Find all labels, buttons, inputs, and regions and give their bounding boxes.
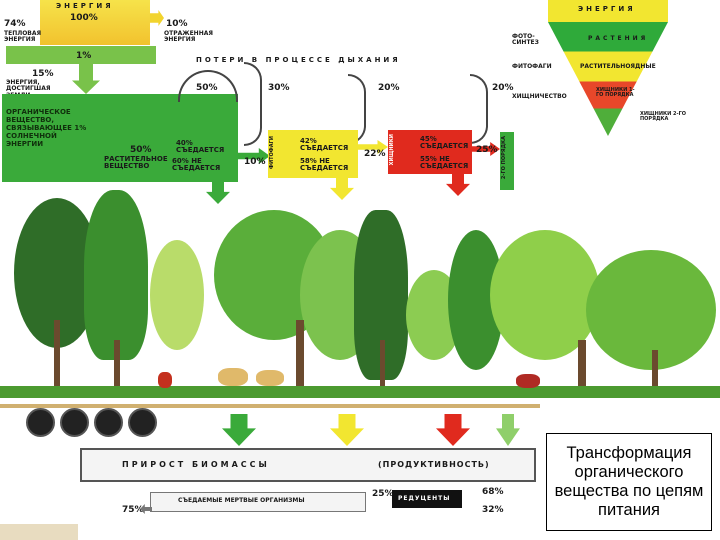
- phyto-not-eaten: 58% НЕ СЪЕДАЕТСЯ: [300, 157, 349, 173]
- reducers-label: РЕДУЦЕНТЫ: [398, 495, 451, 502]
- soil-organism-2: [60, 408, 89, 437]
- predator-label: ХИЩНИКИ: [389, 134, 395, 166]
- dead-organisms-bar: [150, 492, 366, 512]
- phyto-side-pct: 22%: [364, 149, 386, 159]
- pyramid-level-1: РАСТИТЕЛЬНОЯДНЫЕ: [580, 63, 656, 70]
- plant-pct: 50%: [130, 145, 152, 155]
- pyramid-title: ЭНЕРГИЯ: [578, 5, 636, 13]
- resp-value-1: 50%: [196, 83, 218, 93]
- organic-text: ОРГАНИЧЕСКОЕ ВЕЩЕСТВО, СВЯЗЫВАЮЩЕЕ 1% СО…: [6, 108, 87, 149]
- down-arrow: [72, 64, 100, 94]
- pyramid-left-2: ХИЩНИЧЕСТВО: [512, 93, 567, 100]
- ground-pct: 15%: [32, 69, 54, 79]
- tree-trunk: [54, 320, 60, 394]
- forest-scene: [0, 190, 720, 410]
- deer-figure: [256, 370, 284, 386]
- resp-arrow-4: [470, 74, 488, 144]
- decomp-pct: 25%: [372, 489, 394, 499]
- biomass-arrow-green: [222, 414, 256, 446]
- reflected-arrow: [150, 10, 164, 26]
- tree-trunk: [114, 340, 120, 394]
- pyramid-left-1: ФИТОФАГИ: [512, 63, 552, 70]
- tree-trunk: [652, 350, 658, 394]
- pyramid-level-0: РАСТЕНИЯ: [588, 35, 649, 42]
- biomass-arrow-red: [436, 414, 470, 446]
- resp-arrow-2: [244, 62, 262, 146]
- tree-trunk: [380, 340, 385, 394]
- energy-total: 100%: [70, 13, 98, 23]
- tree-canopy: [84, 190, 148, 360]
- plant-side-pct: 10%: [244, 157, 266, 167]
- plant-not-eaten: 60% НЕ СЪЕДАЕТСЯ: [172, 157, 221, 173]
- resp-value-3: 20%: [378, 83, 400, 93]
- dead-pct: 75%: [122, 505, 144, 515]
- respiration-title: ПОТЕРИ В ПРОЦЕССЕ ДЫХАНИЯ: [196, 56, 401, 64]
- dead-label: СЪЕДАЕМЫЕ МЕРТВЫЕ ОРГАНИЗМЫ: [178, 497, 305, 504]
- resp-value-2: 30%: [268, 83, 290, 93]
- biomass-arrow-yellow: [330, 414, 364, 446]
- pred-eaten: 45% СЪЕДАЕТСЯ: [420, 135, 469, 151]
- plant-eaten: 40% СЪЕДАЕТСЯ: [176, 139, 225, 155]
- pyramid-level-2: ХИЩНИКИ 1-ГО ПОРЯДКА: [596, 87, 635, 99]
- loss-1pct: 1%: [76, 51, 92, 61]
- energy-beam: [40, 0, 150, 45]
- resp-value-4: 20%: [492, 83, 514, 93]
- grass-strip: [0, 386, 720, 398]
- second-order-strip: [500, 132, 514, 190]
- organic-block: [2, 94, 238, 182]
- heat-label: ТЕПЛОВАЯ ЭНЕРГИЯ: [4, 30, 42, 44]
- pred-not-eaten: 55% НЕ СЪЕДАЕТСЯ: [420, 155, 469, 171]
- phytophage-block: [268, 130, 358, 178]
- tree-canopy: [586, 250, 716, 370]
- energy-green-band: [6, 46, 156, 64]
- out-32: 32%: [482, 505, 504, 515]
- soil-organism-3: [94, 408, 123, 437]
- pred-side-pct: 25%: [476, 145, 498, 155]
- biomass-bar: [80, 448, 536, 482]
- pyramid-left-0: ФОТО-СИНТЕЗ: [512, 33, 539, 47]
- pyramid-level-3: ХИЩНИКИ 2-ГО ПОРЯДКА: [640, 111, 687, 123]
- phyto-eaten: 42% СЪЕДАЕТСЯ: [300, 137, 349, 153]
- plant-label: РАСТИТЕЛЬНОЕ ВЕЩЕСТВО: [104, 155, 168, 171]
- out-68: 68%: [482, 487, 504, 497]
- biomass-title: ПРИРОСТ БИОМАССЫ: [122, 460, 270, 469]
- fox-figure: [158, 372, 172, 388]
- soil-organism-1: [26, 408, 55, 437]
- soil-line: [0, 404, 540, 408]
- heat-pct: 74%: [4, 19, 26, 29]
- dead-arrow: [140, 504, 152, 514]
- predator-block: [388, 130, 472, 174]
- tree-trunk: [296, 320, 304, 394]
- bear-figure: [516, 374, 540, 388]
- soil-organism-4: [128, 408, 157, 437]
- deer-figure: [218, 368, 248, 386]
- corner-tab: [0, 524, 78, 540]
- energy-title: ЭНЕРГИЯ: [56, 2, 114, 10]
- reducers-box: [392, 490, 462, 508]
- tree-trunk: [578, 340, 586, 394]
- biomass-subtitle: (ПРОДУКТИВНОСТЬ): [378, 460, 490, 469]
- reflected-pct: 10%: [166, 19, 188, 29]
- phytophage-label: ФИТОФАГИ: [269, 136, 275, 170]
- pyramid-top: [548, 0, 668, 22]
- caption-box: Трансформация органического вещества по …: [546, 433, 712, 531]
- biomass-arrow-pale: [496, 414, 520, 446]
- tree-canopy: [490, 230, 600, 360]
- reflected-label: ОТРАЖЕННАЯ ЭНЕРГИЯ: [164, 30, 213, 44]
- tree-canopy: [150, 240, 204, 350]
- second-order-label: 2-ГО ПОРЯДКА: [501, 136, 507, 180]
